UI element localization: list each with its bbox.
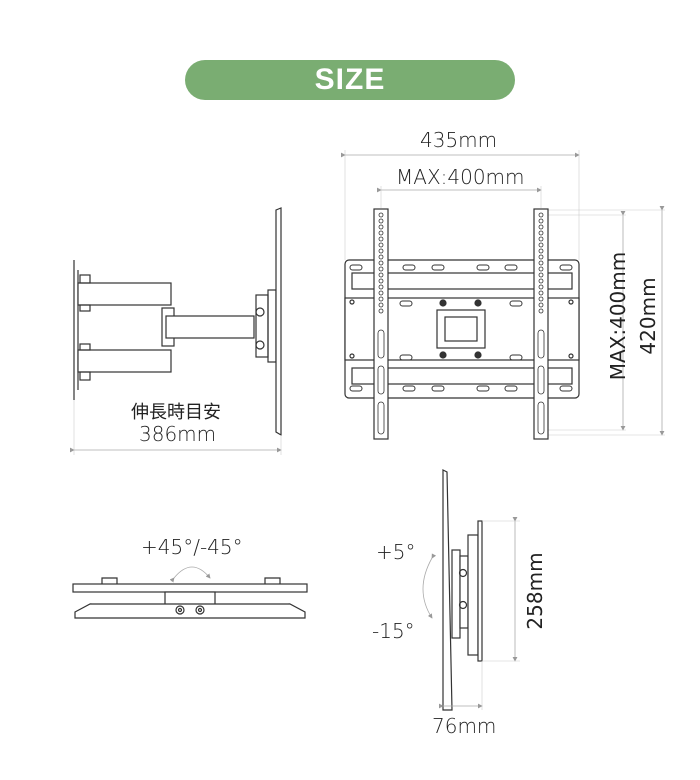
extension-label: 伸長時目安 (131, 402, 221, 423)
vesa-height-label: MAX:400mm (606, 251, 630, 381)
tilt-down-label: -15° (372, 619, 415, 643)
front-view-drawing (341, 150, 665, 440)
min-depth-label: 76mm (432, 714, 497, 738)
extension-value: 386mm (139, 422, 217, 446)
tilt-up-label: +5° (376, 540, 416, 564)
wall-plate-height-label: 258mm (523, 552, 547, 630)
banner-title: SIZE (314, 63, 386, 96)
overall-width-label: 435mm (420, 128, 498, 152)
top-swivel-drawing (72, 566, 308, 619)
size-banner: SIZE (185, 60, 515, 100)
vesa-width-label: MAX:400mm (396, 165, 525, 189)
overall-height-label: 420mm (636, 277, 660, 355)
side-tilt-drawing (422, 469, 520, 711)
swivel-range-label: +45°/-45° (141, 535, 243, 559)
side-extended-drawing (70, 207, 282, 455)
